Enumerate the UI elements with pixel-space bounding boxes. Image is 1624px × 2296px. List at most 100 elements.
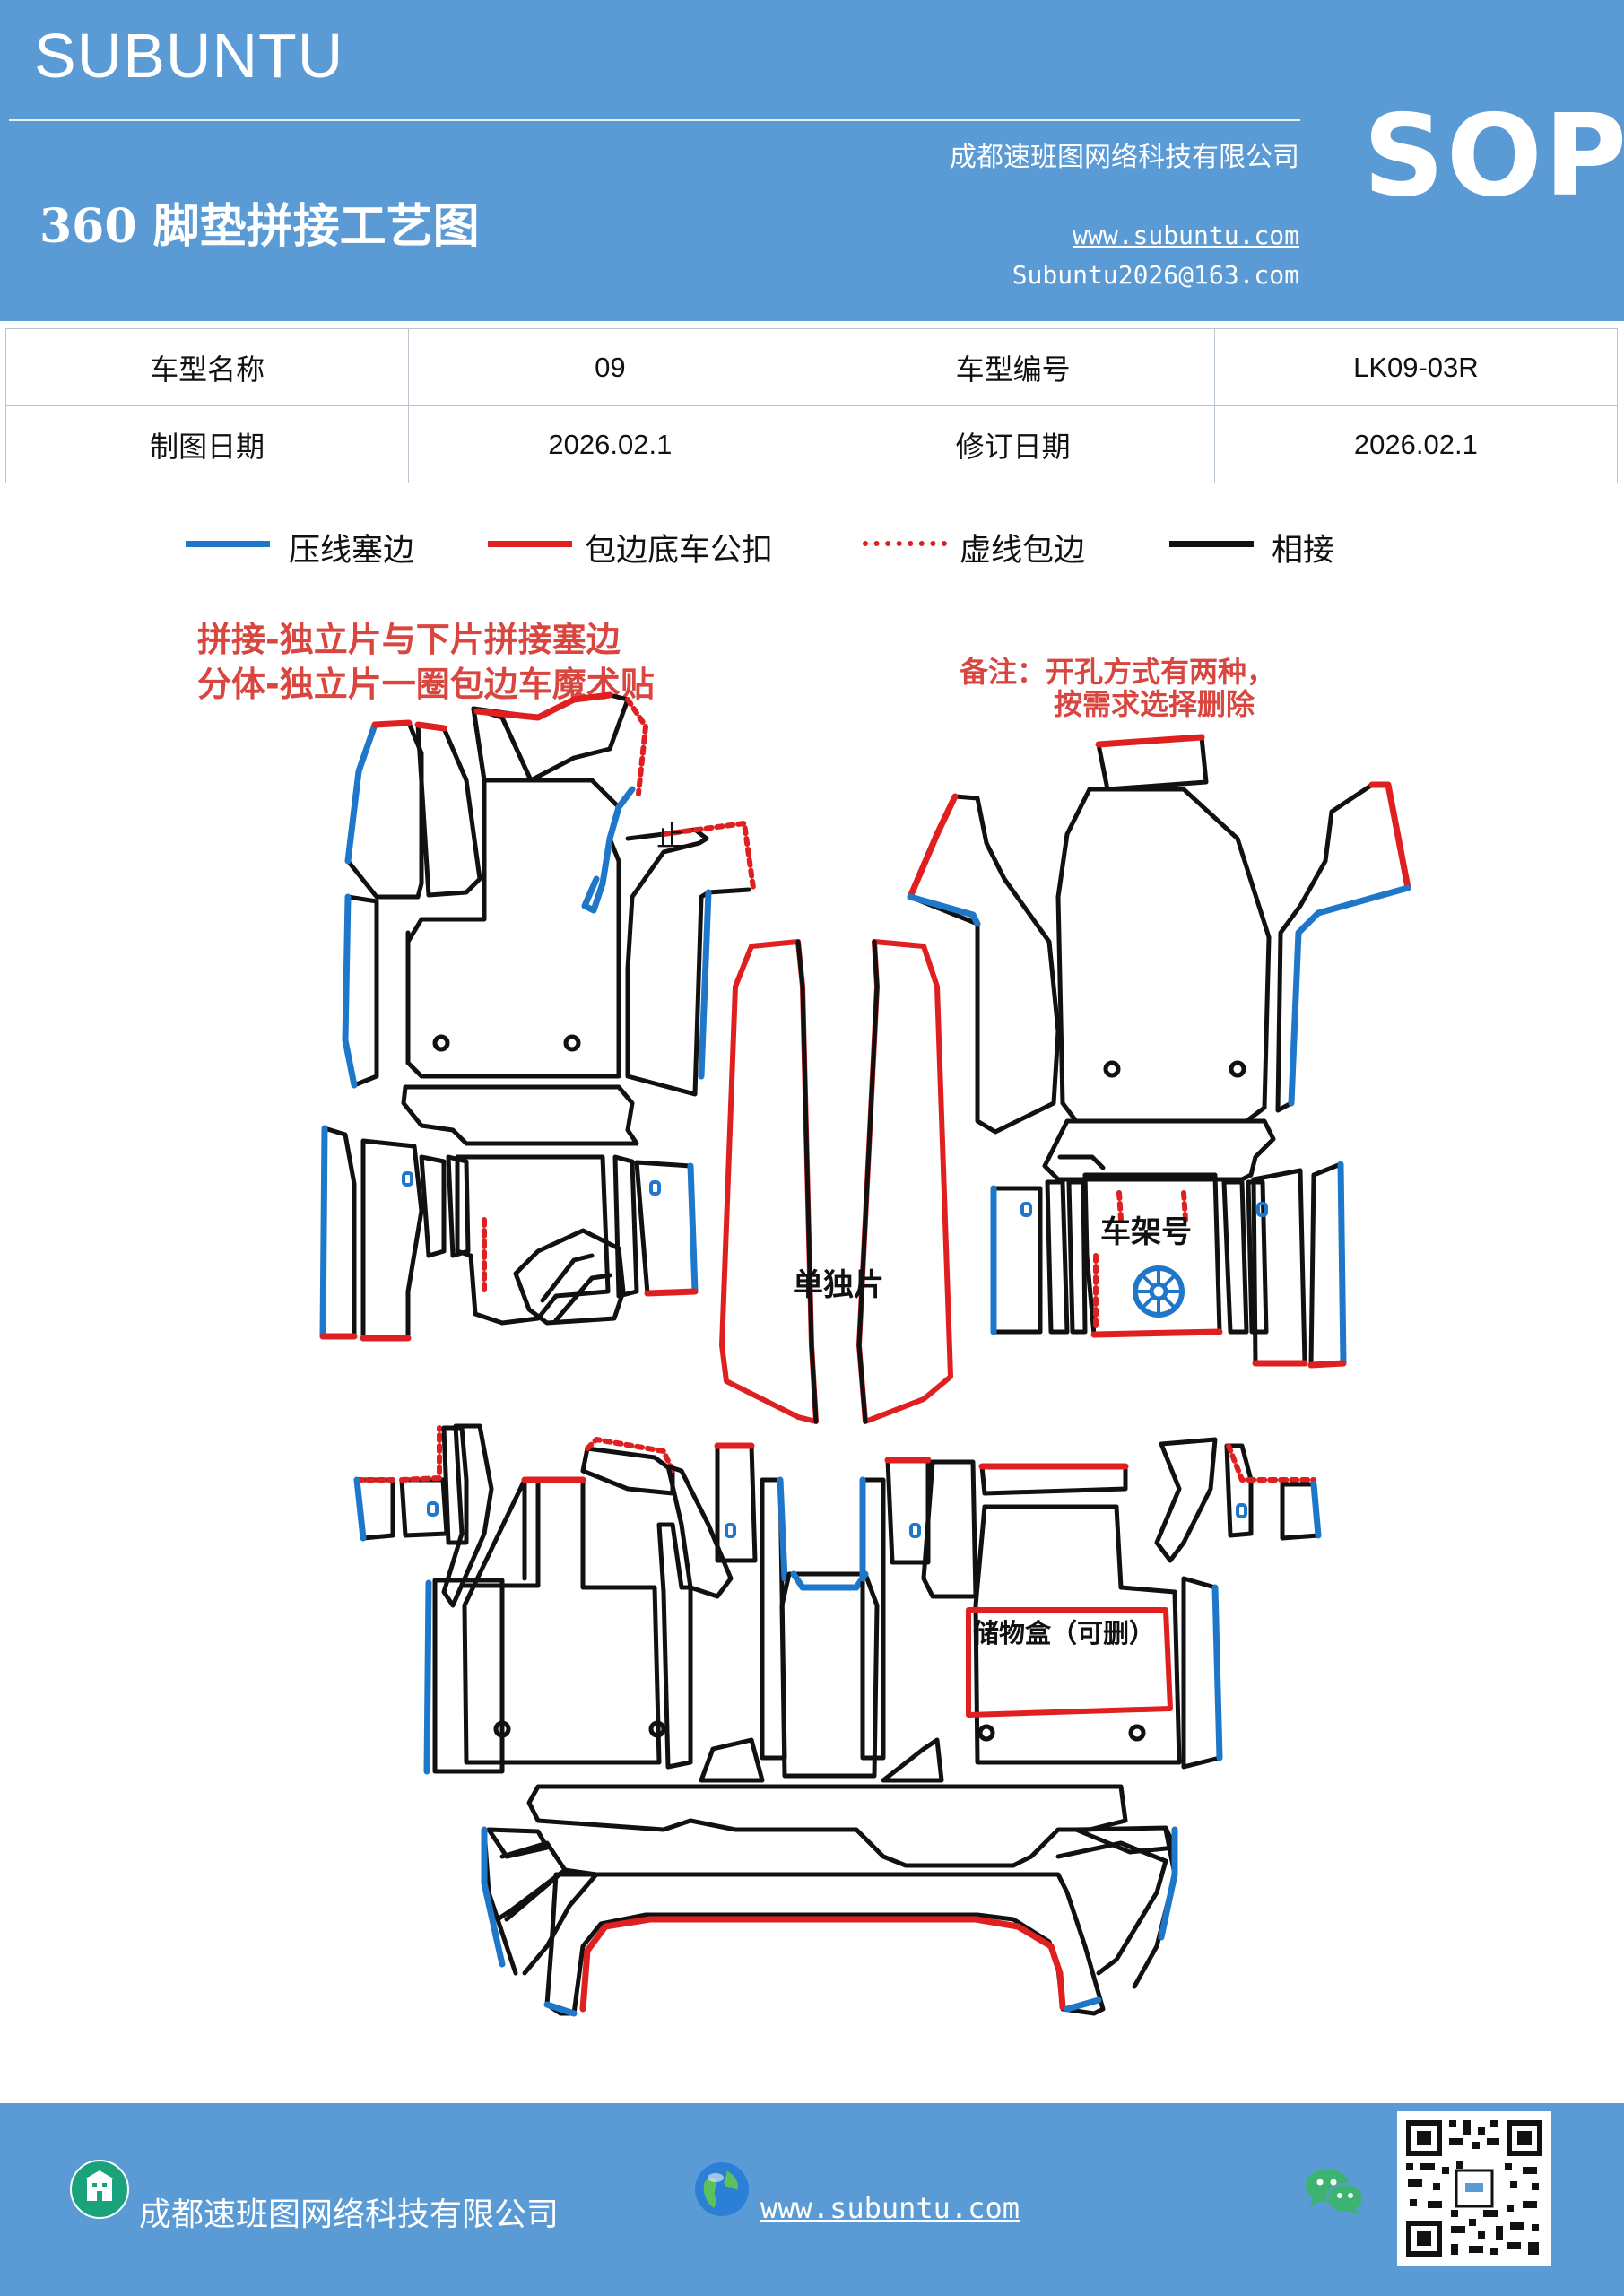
mat-hole (402, 1171, 413, 1187)
mat-edge-blue (353, 1476, 367, 1542)
mat-edge-blue (543, 2001, 578, 2017)
mat-hole (977, 1724, 995, 1742)
single-piece-group (719, 939, 953, 1424)
mat-piece (921, 1459, 978, 1599)
mat-piece (360, 1138, 424, 1341)
wechat-icon (1306, 2169, 1364, 2216)
legend-swatch-black (1169, 541, 1254, 547)
globe-icon (695, 2162, 749, 2216)
mat-edge-blue (344, 721, 378, 865)
mat-piece (320, 1126, 357, 1339)
legend-swatch-blue (186, 541, 270, 547)
header-divider (9, 119, 1300, 121)
sop-label: SOP (1363, 90, 1624, 222)
legend-swatch-red (488, 541, 572, 547)
mat-box-outline (966, 1607, 1173, 1718)
remark-note-line1: 备注：开孔方式有两种， (960, 655, 1276, 689)
mat-edge-red-dotted (399, 1425, 442, 1483)
mat-hole (427, 1501, 439, 1517)
mat-edge-red (473, 691, 613, 721)
mat-piece (513, 1228, 626, 1326)
single-piece-label: 单独片 (793, 1267, 884, 1303)
header-website-link[interactable]: www.subuntu.com (1073, 221, 1299, 250)
mat-piece (540, 1253, 595, 1303)
mat-edge-red (1095, 734, 1205, 748)
mat-piece (1154, 1437, 1218, 1563)
mat-edge-red (579, 1916, 1066, 2013)
storage-box-label: 储物盒（可删） (973, 1618, 1156, 1648)
mat-hole (909, 1523, 921, 1538)
mat-edge-blue (687, 1162, 699, 1295)
legend-label-red: 包边底车公扣 (585, 533, 774, 569)
footer-website-link[interactable]: www.subuntu.com (760, 2191, 1020, 2225)
building-icon (70, 2160, 129, 2219)
mat-edge-blue (481, 1826, 506, 1968)
mat-piece (885, 1457, 931, 1565)
mat-hole (648, 1720, 666, 1738)
mat-edge-blue (698, 889, 712, 1080)
mat-piece (979, 1464, 1128, 1496)
mat-piece (462, 1477, 662, 1765)
mat-edge-blue (1211, 1584, 1223, 1761)
legend-swatch-red-dotted (863, 541, 947, 546)
mat-piece (405, 706, 621, 1079)
mat-piece (553, 1273, 612, 1323)
brand-name: SUBUNTU (34, 21, 344, 91)
mat-piece (1055, 1840, 1168, 1976)
legend-label-blue: 压线塞边 (289, 533, 415, 569)
mat-edge-red (414, 721, 447, 732)
mat-piece (612, 1154, 639, 1299)
header-banner (0, 0, 1624, 321)
mat-edge-blue (1310, 1481, 1322, 1539)
mat-edge-red (371, 719, 413, 728)
mat-piece (881, 1737, 944, 1783)
mat-piece (580, 1446, 675, 1496)
table-row: 制图日期 2026.02.1 修订日期 2026.02.1 (4, 405, 1619, 483)
revise-date-label: 修订日期 (811, 405, 1215, 483)
mat-hole (725, 1523, 736, 1538)
mat-hole (493, 1720, 511, 1738)
mat-edge-blue (581, 786, 636, 914)
mat-hole (1229, 1060, 1246, 1078)
mat-hole (432, 1034, 450, 1052)
mat-piece (441, 1423, 494, 1608)
mat-hole (1128, 1724, 1146, 1742)
mat-piece (1082, 1172, 1222, 1337)
mat-piece (715, 1443, 758, 1563)
mat-piece (1045, 1179, 1070, 1335)
header-email: Subuntu2026@163.com (1012, 260, 1299, 290)
mat-piece (415, 722, 482, 898)
mat-edge-red (1368, 781, 1411, 891)
mat-hole (1103, 1060, 1121, 1078)
model-name-label: 车型名称 (4, 328, 410, 406)
mat-edge-blue (1064, 1996, 1102, 2013)
third-row-mat-group (353, 1423, 1322, 2017)
mat-piece (345, 720, 424, 900)
model-code-value: LK09-03R (1213, 328, 1619, 406)
mat-edge-blue (342, 893, 358, 1089)
mat-piece (656, 1522, 693, 1770)
model-code-label: 车型编号 (811, 328, 1215, 406)
qr-code-icon[interactable] (1397, 2111, 1551, 2266)
mat-piece (860, 1477, 886, 1761)
mat-edge-red-dotted (1226, 1443, 1316, 1483)
mat-piece (1066, 1179, 1088, 1335)
splice-note-line1: 拼接-独立片与下片拼接塞边 (197, 620, 621, 659)
mat-edge-red-dotted (661, 821, 756, 891)
model-name-value: 09 (408, 328, 812, 406)
mat-hole (1236, 1503, 1247, 1518)
front-right-mat-group (907, 734, 1411, 1182)
mat-edge-blue (423, 1579, 432, 1775)
mat-piece (432, 1578, 505, 1774)
mat-piece (991, 1186, 1043, 1335)
stop-mark-label: 止 (656, 819, 686, 853)
remark-note-line2: 按需求选择删除 (1054, 687, 1255, 721)
mat-piece-single-right (856, 939, 953, 1424)
mat-piece (908, 794, 1061, 1135)
mat-edge-blue (1337, 1161, 1347, 1367)
rear-right-mat-group (990, 1161, 1347, 1369)
fan-icon-blades (1133, 1266, 1184, 1317)
front-left-mat-group (342, 691, 756, 1146)
mat-hole (1256, 1202, 1268, 1217)
